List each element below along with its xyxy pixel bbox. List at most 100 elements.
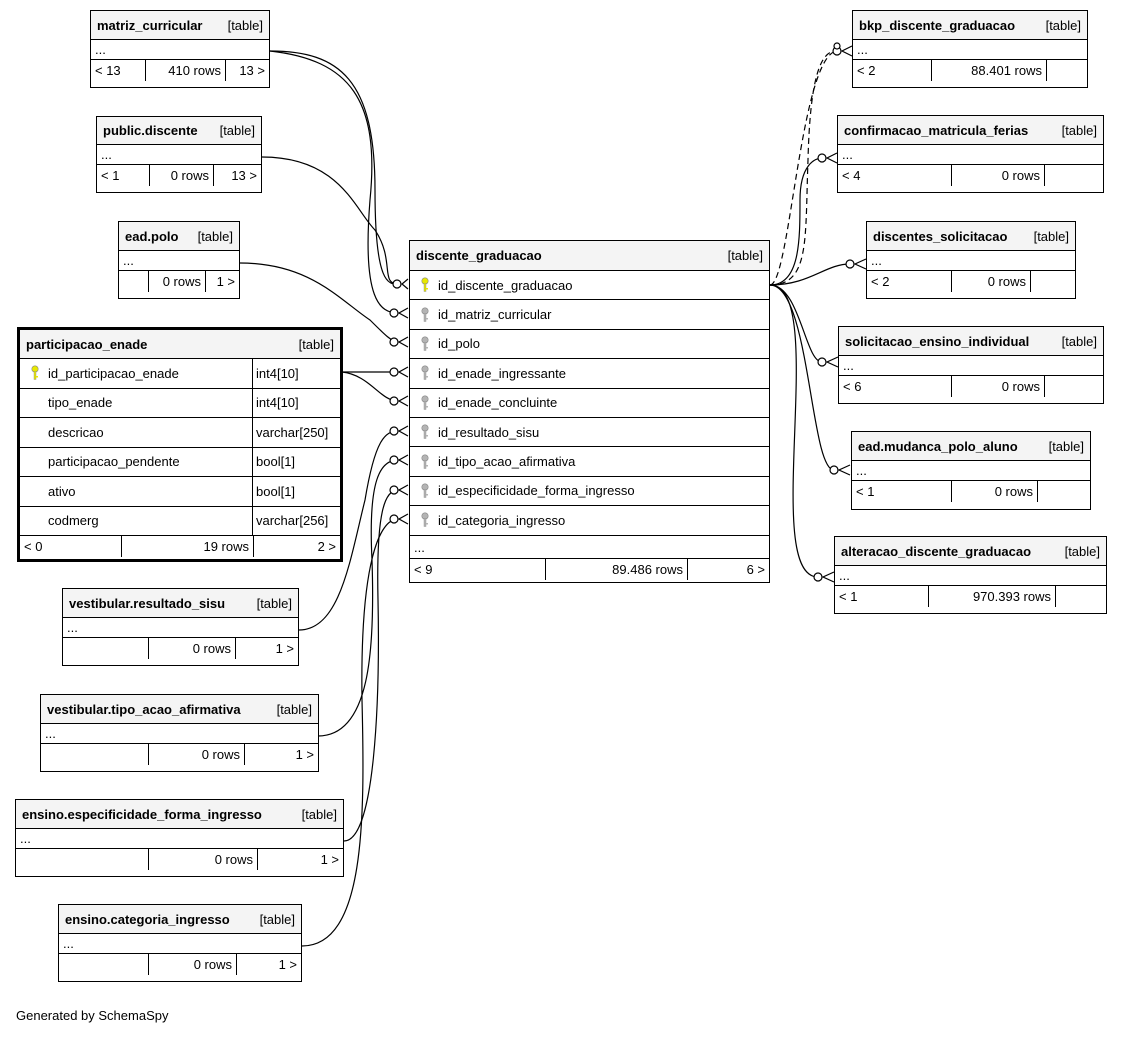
table-matriz-curricular[interactable]: matriz_curricular [table] ... < 13 410 r…: [90, 10, 270, 88]
table-header: ensino.categoria_ingresso [table]: [59, 905, 301, 934]
table-footer: < 2 0 rows: [867, 271, 1075, 292]
table-type: [table]: [1061, 333, 1097, 349]
column-row[interactable]: id_enade_ingressante: [410, 359, 769, 389]
table-bkp-discente-graduacao[interactable]: bkp_discente_graduacao [table] ... < 2 8…: [852, 10, 1088, 88]
table-name: public.discente: [103, 123, 198, 138]
table-header: bkp_discente_graduacao [table]: [853, 11, 1087, 40]
table-footer: < 0 19 rows 2 >: [20, 536, 340, 557]
parents-link[interactable]: < 1: [97, 165, 150, 186]
column-row[interactable]: id_tipo_acao_afirmativa: [410, 447, 769, 477]
column-name: id_tipo_acao_afirmativa: [438, 454, 576, 470]
parents-link[interactable]: < 6: [839, 376, 952, 397]
children-link[interactable]: 1 >: [295, 747, 314, 762]
parents-link[interactable]: [119, 271, 149, 292]
column-row[interactable]: id_discente_graduacao: [410, 271, 769, 301]
table-footer: 0 rows 1 >: [59, 954, 301, 975]
parents-link[interactable]: < 1: [852, 481, 952, 502]
parents-link[interactable]: < 1: [835, 586, 929, 607]
table-name: participacao_enade: [26, 336, 148, 352]
table-header: discente_graduacao [table]: [410, 241, 769, 271]
table-discente-graduacao[interactable]: discente_graduacao [table] id_discente_g…: [409, 240, 770, 583]
table-vestibular-resultado-sisu[interactable]: vestibular.resultado_sisu [table] ... 0 …: [62, 588, 299, 666]
foreign-key-icon: [416, 512, 434, 528]
table-vestibular-tipo-acao-afirmativa[interactable]: vestibular.tipo_acao_afirmativa [table] …: [40, 694, 319, 772]
column-row[interactable]: id_polo: [410, 330, 769, 360]
column-row[interactable]: id_resultado_sisu: [410, 418, 769, 448]
column-row[interactable]: id_categoria_ingresso: [410, 506, 769, 536]
children-link[interactable]: 13 >: [239, 63, 265, 78]
table-ellipsis: ...: [119, 251, 239, 271]
table-ensino-categoria-ingresso[interactable]: ensino.categoria_ingresso [table] ... 0 …: [58, 904, 302, 982]
column-name: id_resultado_sisu: [438, 424, 540, 440]
column-name: id_polo: [438, 336, 480, 352]
children-link[interactable]: [1047, 60, 1087, 81]
table-name: solicitacao_ensino_individual: [845, 333, 1030, 349]
table-public-discente[interactable]: public.discente [table] ... < 1 0 rows 1…: [96, 116, 262, 193]
parents-link[interactable]: [63, 638, 149, 659]
table-name: discentes_solicitacao: [873, 228, 1008, 244]
children-link[interactable]: 1 >: [216, 274, 235, 289]
column-name-cell: codmerg: [20, 507, 252, 536]
parents-link[interactable]: < 2: [867, 271, 952, 292]
parents-link[interactable]: [41, 744, 149, 765]
row-count: 89.486 rows: [546, 558, 688, 580]
children-link[interactable]: 13 >: [231, 168, 257, 183]
table-footer: < 1 0 rows: [852, 481, 1090, 502]
table-ead-polo[interactable]: ead.polo [table] ... 0 rows 1 >: [118, 221, 240, 299]
children-link[interactable]: 2 >: [317, 539, 336, 554]
column-row[interactable]: id_especificidade_forma_ingresso: [410, 477, 769, 507]
column-row[interactable]: id_matriz_curricular: [410, 300, 769, 330]
table-type: [table]: [1033, 228, 1069, 244]
column-name-cell: participacao_pendente: [20, 448, 252, 477]
link-discente-to-bkp: [769, 50, 837, 286]
parents-link[interactable]: < 4: [838, 165, 952, 186]
parents-link[interactable]: < 0: [20, 536, 122, 557]
table-ead-mudanca-polo-aluno[interactable]: ead.mudanca_polo_aluno [table] ... < 1 0…: [851, 431, 1091, 510]
children-link[interactable]: 6 >: [746, 561, 765, 577]
generated-by-note: Generated by SchemaSpy: [16, 1008, 169, 1023]
row-count: 0 rows: [952, 481, 1038, 502]
table-discentes-solicitacao[interactable]: discentes_solicitacao [table] ... < 2 0 …: [866, 221, 1076, 299]
table-participacao-enade[interactable]: participacao_enade [table] id_participac…: [17, 327, 343, 562]
column-name-cell: id_discente_graduacao: [410, 271, 769, 299]
crows-feet: [397, 45, 867, 583]
column-name: id_enade_concluinte: [438, 395, 558, 411]
parents-link[interactable]: [59, 954, 149, 975]
table-ellipsis: ...: [16, 829, 343, 849]
parents-link[interactable]: [16, 849, 149, 870]
column-type: varchar[250]: [252, 418, 340, 447]
table-confirmacao-matricula-ferias[interactable]: confirmacao_matricula_ferias [table] ...…: [837, 115, 1104, 193]
link-participacao-enade-to-concluinte: [341, 371, 399, 402]
table-alteracao-discente-graduacao[interactable]: alteracao_discente_graduacao [table] ...…: [834, 536, 1107, 614]
children-link[interactable]: 1 >: [275, 641, 294, 656]
children-link[interactable]: [1045, 376, 1103, 397]
children-link[interactable]: [1045, 165, 1103, 186]
parents-link[interactable]: < 13: [91, 60, 146, 81]
children-link[interactable]: [1056, 586, 1106, 607]
table-footer: < 6 0 rows: [839, 376, 1103, 397]
column-name-cell: id_resultado_sisu: [410, 418, 769, 446]
column-name-cell: id_tipo_acao_afirmativa: [410, 447, 769, 475]
parents-link[interactable]: < 2: [853, 60, 932, 81]
children-link[interactable]: 1 >: [278, 957, 297, 972]
parents-link[interactable]: < 9: [410, 558, 546, 580]
table-solicitacao-ensino-individual[interactable]: solicitacao_ensino_individual [table] ..…: [838, 326, 1104, 404]
children-link[interactable]: [1031, 271, 1075, 292]
column-name: ativo: [48, 483, 76, 499]
table-type: [table]: [1045, 17, 1081, 33]
column-row[interactable]: id_enade_concluinte: [410, 389, 769, 418]
table-ellipsis: ...: [835, 566, 1106, 586]
children-link[interactable]: 1 >: [320, 852, 339, 867]
children-link[interactable]: [1038, 481, 1090, 502]
table-header: solicitacao_ensino_individual [table]: [839, 327, 1103, 356]
table-ellipsis: ...: [91, 40, 269, 60]
table-ensino-especificidade-forma-ingresso[interactable]: ensino.especificidade_forma_ingresso [ta…: [15, 799, 344, 877]
table-ellipsis: ...: [63, 618, 298, 638]
